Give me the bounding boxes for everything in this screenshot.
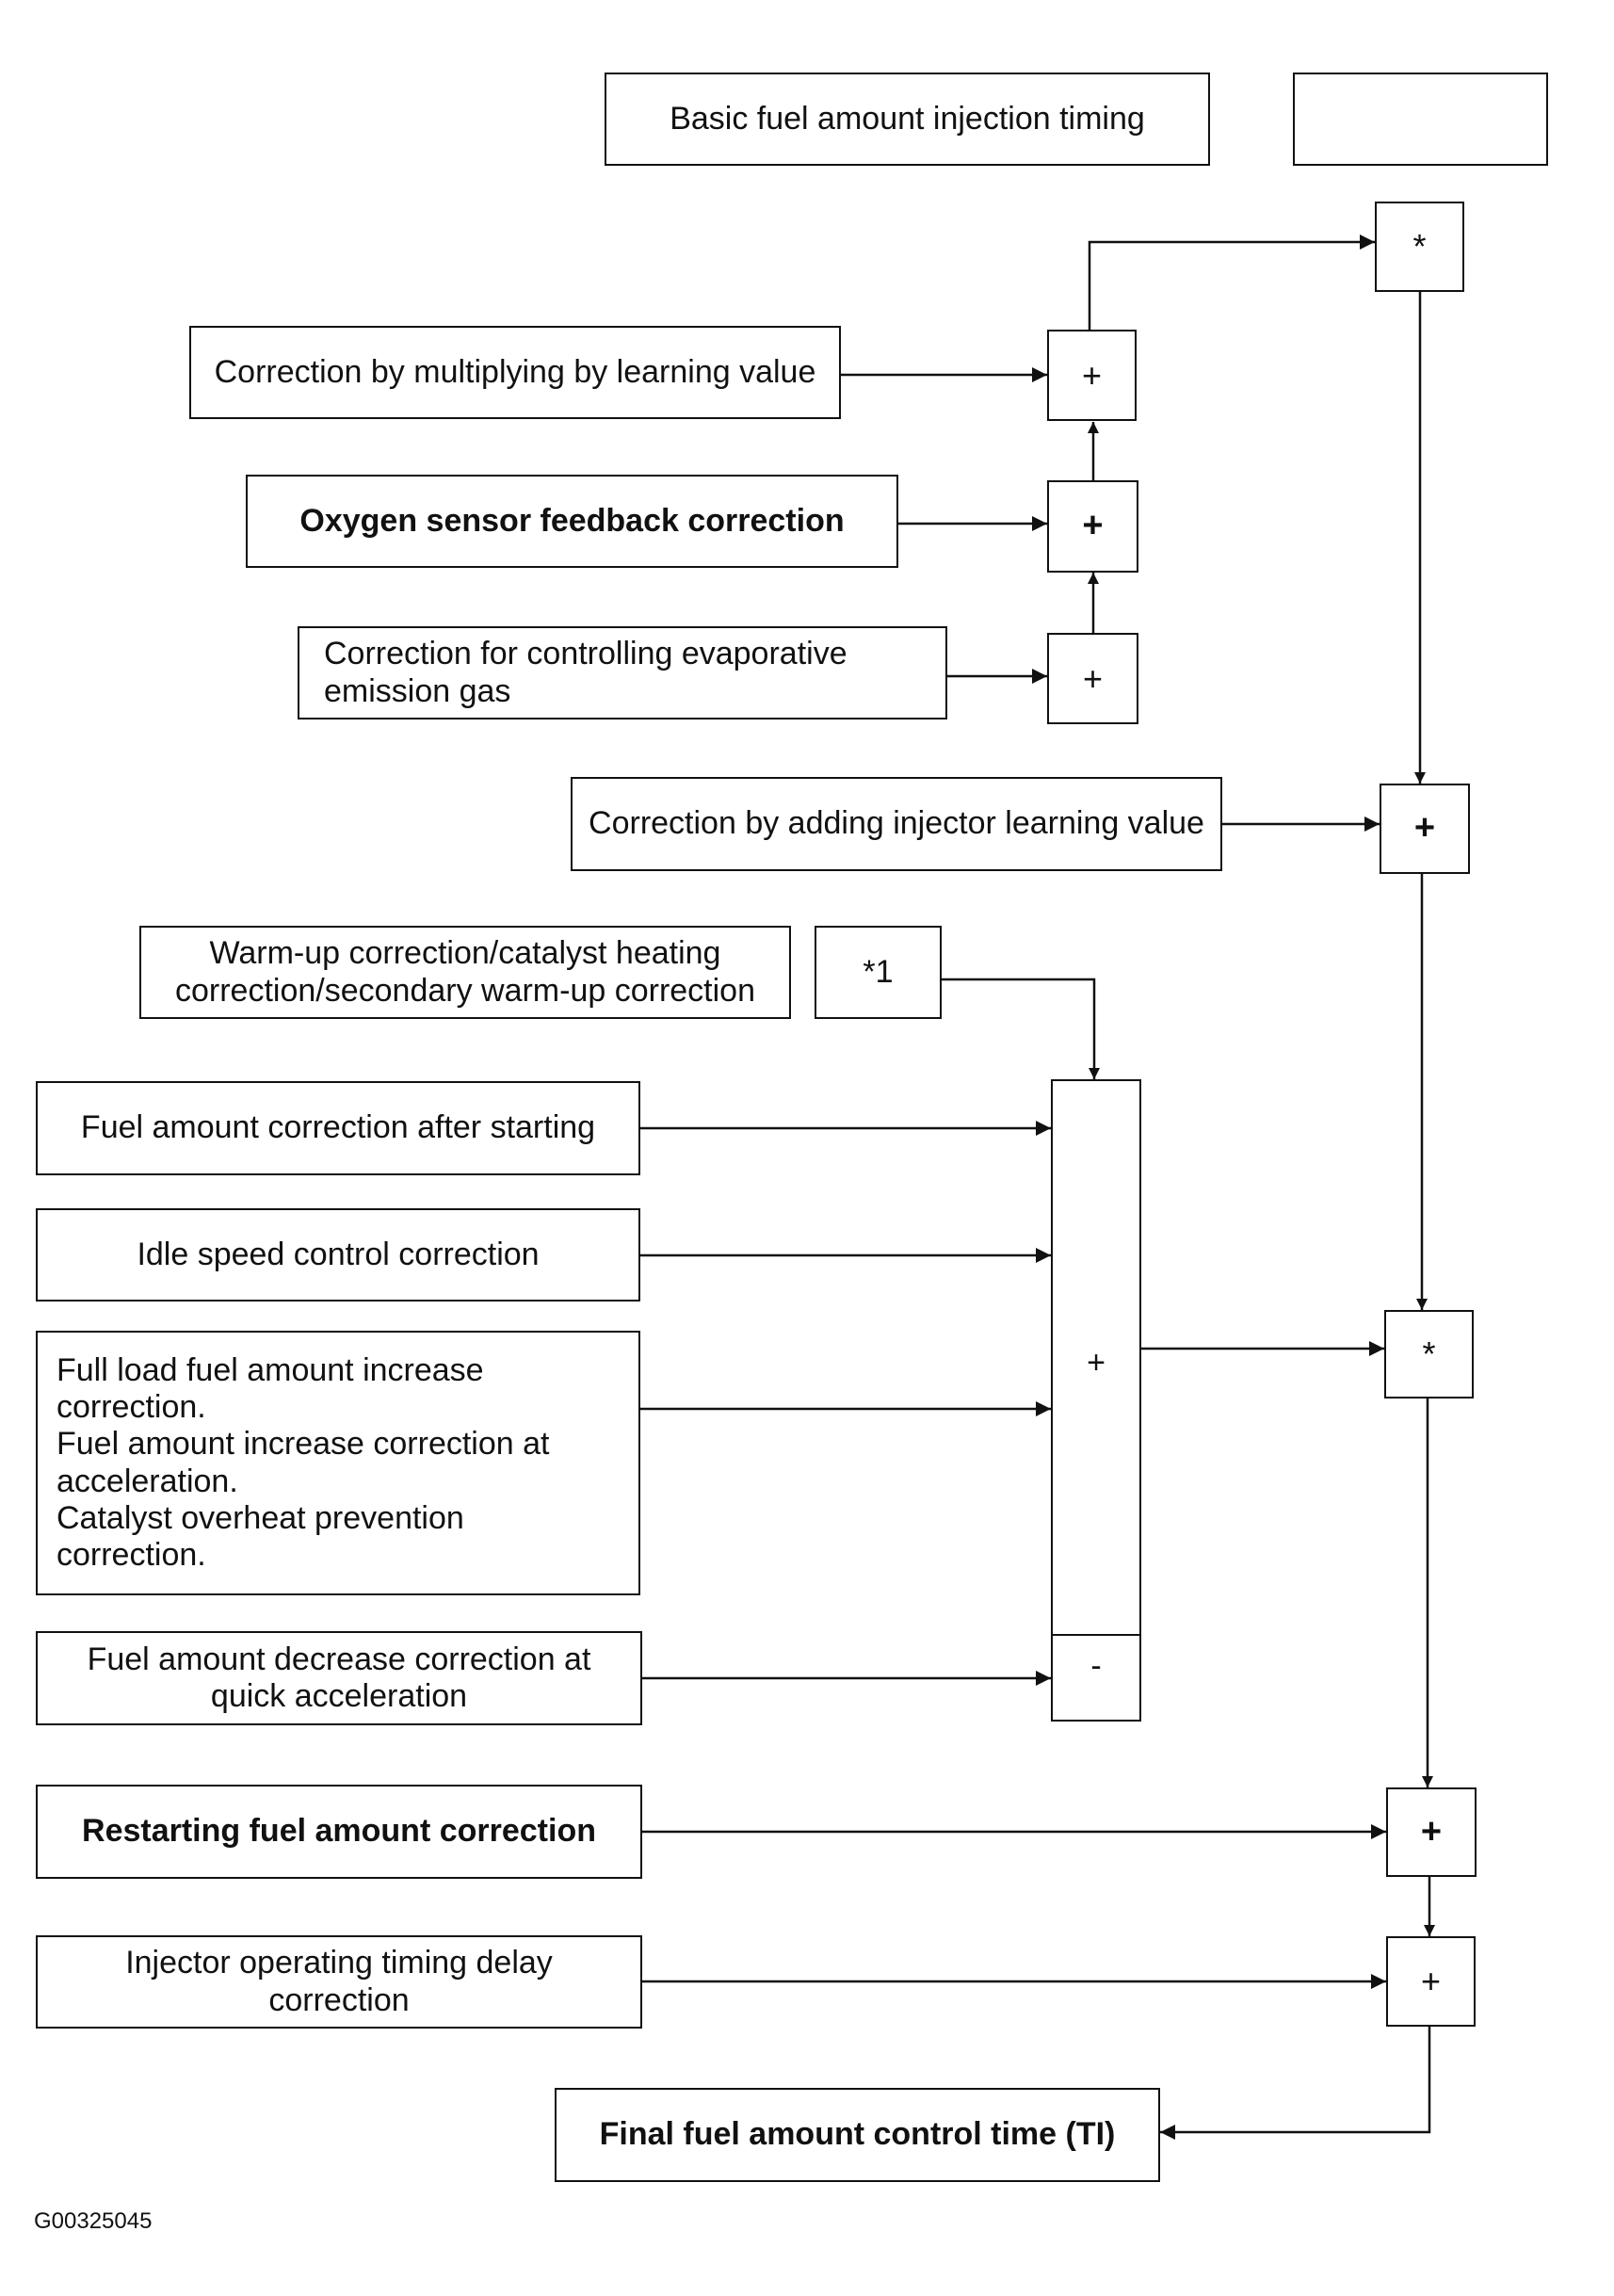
warmup-label-line-1: Warm-up correction/catalyst heating bbox=[209, 935, 721, 972]
final-box: Final fuel amount control time (TI) bbox=[555, 2088, 1160, 2182]
after-start-label: Fuel amount correction after starting bbox=[80, 1109, 596, 1146]
arrow-plus-delay-to-final bbox=[1160, 2027, 1431, 2140]
evap-label-line-2: emission gas bbox=[324, 672, 511, 709]
basic-fuel-box: Basic fuel amount injection timing bbox=[605, 73, 1210, 166]
plus-node-learning: + bbox=[1047, 330, 1137, 421]
quick-decel-line-2: quick acceleration bbox=[210, 1678, 468, 1714]
inj-delay-label: Injector operating timing delay correcti… bbox=[125, 1945, 553, 2018]
plus-node-delay: + bbox=[1386, 1936, 1476, 2027]
evap-label: Correction for controlling evaporative e… bbox=[324, 636, 847, 709]
inj-delay-line-1: Injector operating timing delay bbox=[125, 1945, 553, 1981]
quick-decel-label: Fuel amount decrease correction at quick… bbox=[88, 1641, 591, 1715]
plus-o2-symbol: + bbox=[1082, 506, 1104, 546]
injector-learning-box: Correction by adding injector learning v… bbox=[571, 777, 1222, 871]
basic-fuel-label: Basic fuel amount injection timing bbox=[670, 100, 1145, 137]
full-load-line-1: Full load fuel amount increase bbox=[56, 1352, 484, 1389]
line-note-to-sum bbox=[942, 978, 1100, 1079]
after-start-box: Fuel amount correction after starting bbox=[36, 1081, 640, 1175]
note-ref-box: *1 bbox=[815, 926, 942, 1019]
plus-learning-symbol: + bbox=[1081, 355, 1103, 395]
plus-node-o2: + bbox=[1047, 480, 1138, 573]
multiply-node-mid: * bbox=[1384, 1310, 1474, 1399]
injector-learning-label: Correction by adding injector learning v… bbox=[589, 805, 1204, 842]
idle-speed-box: Idle speed control correction bbox=[36, 1208, 640, 1302]
evap-label-line-1: Correction for controlling evaporative bbox=[324, 636, 847, 672]
full-load-line-5: Catalyst overheat prevention bbox=[56, 1499, 464, 1536]
full-load-line-2: correction. bbox=[56, 1389, 206, 1426]
warmup-label-line-2: correction/secondary warm-up correction bbox=[174, 972, 756, 1009]
multiply-mid-symbol: * bbox=[1422, 1334, 1436, 1374]
full-load-label: Full load fuel amount increase correctio… bbox=[56, 1352, 549, 1574]
mult-learning-label: Correction by multiplying by learning va… bbox=[214, 353, 816, 390]
full-load-line-3: Fuel amount increase correction at bbox=[56, 1426, 550, 1463]
plus-injector-symbol: + bbox=[1413, 808, 1436, 849]
mult-learning-box: Correction by multiplying by learning va… bbox=[189, 326, 841, 419]
o2-feedback-box: Oxygen sensor feedback correction bbox=[246, 475, 898, 568]
full-load-line-6: correction. bbox=[56, 1536, 206, 1573]
sum-minus-symbol: - bbox=[1090, 1648, 1102, 1684]
warmup-label: Warm-up correction/catalyst heating corr… bbox=[175, 935, 755, 1009]
plus-restart-symbol: + bbox=[1420, 1811, 1443, 1851]
quick-decel-box: Fuel amount decrease correction at quick… bbox=[36, 1631, 642, 1725]
idle-speed-label: Idle speed control correction bbox=[137, 1236, 540, 1272]
final-label: Final fuel amount control time (TI) bbox=[599, 2116, 1116, 2153]
multiply-node-top: * bbox=[1375, 202, 1464, 292]
sum-divider bbox=[1053, 1634, 1139, 1636]
note-ref-label: *1 bbox=[863, 953, 894, 990]
evap-box: Correction for controlling evaporative e… bbox=[298, 626, 947, 720]
warmup-box: Warm-up correction/catalyst heating corr… bbox=[139, 926, 791, 1019]
plus-node-injector: + bbox=[1380, 784, 1470, 874]
o2-feedback-label: Oxygen sensor feedback correction bbox=[299, 502, 845, 539]
blank-box bbox=[1293, 73, 1548, 166]
full-load-line-4: acceleration. bbox=[56, 1463, 238, 1499]
summing-block: + - bbox=[1051, 1079, 1141, 1722]
sum-plus-symbol: + bbox=[1087, 1345, 1106, 1381]
multiply-top-symbol: * bbox=[1412, 227, 1427, 267]
plus-node-evap: + bbox=[1047, 633, 1138, 724]
restart-label: Restarting fuel amount correction bbox=[82, 1813, 596, 1850]
line-plus-learning-to-multiply bbox=[1088, 234, 1375, 330]
plus-delay-symbol: + bbox=[1420, 1962, 1442, 2001]
full-load-box: Full load fuel amount increase correctio… bbox=[36, 1331, 640, 1595]
figure-id: G00325045 bbox=[34, 2208, 153, 2234]
restart-box: Restarting fuel amount correction bbox=[36, 1785, 642, 1879]
inj-delay-box: Injector operating timing delay correcti… bbox=[36, 1935, 642, 2029]
plus-evap-symbol: + bbox=[1082, 658, 1104, 698]
quick-decel-line-1: Fuel amount decrease correction at bbox=[87, 1641, 591, 1677]
inj-delay-line-2: correction bbox=[268, 1981, 410, 2018]
plus-node-restart: + bbox=[1386, 1787, 1477, 1877]
